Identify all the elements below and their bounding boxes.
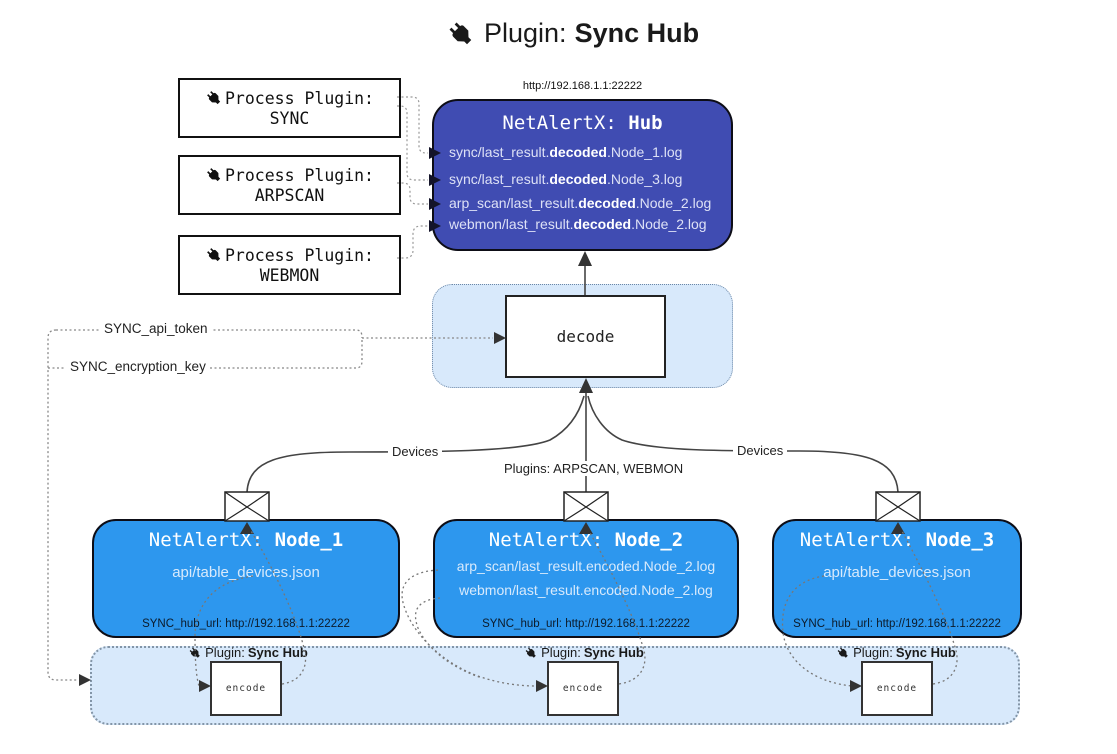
plug-icon (205, 166, 223, 184)
node-title: NetAlertX: Node_2 (488, 529, 684, 551)
decode-box: decode (505, 295, 666, 378)
hub-box: NetAlertX: Hub sync/last_result.decoded.… (432, 99, 733, 251)
hub-log-line: sync/last_result.decoded.Node_3.log (449, 171, 683, 187)
hub-title: NetAlertX: Hub (502, 112, 663, 134)
process-plugin-label: Process Plugin: (224, 245, 374, 265)
hub-log-line: webmon/last_result.decoded.Node_2.log (449, 216, 707, 232)
node-to-decode-curves (246, 386, 899, 493)
node-file: webmon/last_result.encoded.Node_2.log (459, 582, 713, 598)
node-hub-url: SYNC_hub_url: http://192.168.1.1:22222 (793, 618, 1001, 630)
envelope-icons (224, 491, 921, 522)
plug-icon (205, 246, 223, 264)
process-plugin-name: SYNC (269, 108, 310, 128)
process-plugin-sync: Process Plugin: SYNC (178, 78, 401, 138)
encoder-1-label: Plugin:Sync Hub (188, 645, 308, 660)
node-hub-url: SYNC_hub_url: http://192.168.1.1:22222 (482, 618, 690, 630)
hub-log-list: sync/last_result.decoded.Node_1.log sync… (434, 143, 731, 234)
node-file: api/table_devices.json (823, 564, 971, 581)
plugins-middle-label: Plugins: ARPSCAN, WEBMON (500, 461, 688, 476)
plugin-to-hub-connectors (397, 96, 428, 259)
process-plugin-webmon: Process Plugin: WEBMON (178, 235, 401, 295)
process-plugin-label: Process Plugin: (224, 165, 374, 185)
plug-icon (188, 646, 202, 660)
encode-box-2: encode (547, 661, 619, 716)
encoder-3-label: Plugin:Sync Hub (836, 645, 956, 660)
plug-icon (446, 19, 476, 49)
node-file: api/table_devices.json (172, 564, 320, 581)
plug-icon (524, 646, 538, 660)
title-label: Plugin: (484, 18, 567, 48)
envelope-icon (224, 491, 270, 522)
encode-box-1: encode (210, 661, 282, 716)
hub-log-line: sync/last_result.decoded.Node_1.log (449, 144, 683, 160)
plug-icon (836, 646, 850, 660)
devices-right-label: Devices (733, 443, 788, 458)
process-plugin-name: WEBMON (259, 265, 320, 285)
node-title: NetAlertX: Node_1 (148, 529, 344, 551)
envelope-icon (563, 491, 609, 522)
plug-icon (205, 89, 223, 107)
process-plugin-label: Process Plugin: (224, 88, 374, 108)
node-2-box: NetAlertX: Node_2 arp_scan/last_result.e… (433, 519, 739, 638)
process-plugin-arpscan: Process Plugin: ARPSCAN (178, 155, 401, 215)
diagram-title: Plugin: Sync Hub (446, 18, 699, 49)
node-file: arp_scan/last_result.encoded.Node_2.log (456, 558, 716, 574)
hub-in-arrowhead (578, 251, 592, 266)
process-plugin-name: ARPSCAN (254, 185, 325, 205)
devices-left-label: Devices (388, 444, 443, 459)
sync-encryption-key-label: SYNC_encryption_key (66, 359, 210, 374)
node-1-box: NetAlertX: Node_1 api/table_devices.json… (92, 519, 400, 638)
sync-api-token-label: SYNC_api_token (100, 321, 212, 336)
encoder-2-label: Plugin:Sync Hub (524, 645, 644, 660)
node-3-box: NetAlertX: Node_3 api/table_devices.json… (772, 519, 1022, 638)
hub-url: http://192.168.1.1:22222 (522, 80, 643, 92)
hub-log-line: arp_scan/last_result.decoded.Node_2.log (449, 195, 712, 211)
node-hub-url: SYNC_hub_url: http://192.168.1.1:22222 (142, 618, 350, 630)
encode-box-3: encode (861, 661, 933, 716)
envelope-icon (875, 491, 921, 522)
title-name: Sync Hub (574, 18, 700, 48)
node-title: NetAlertX: Node_3 (799, 529, 995, 551)
